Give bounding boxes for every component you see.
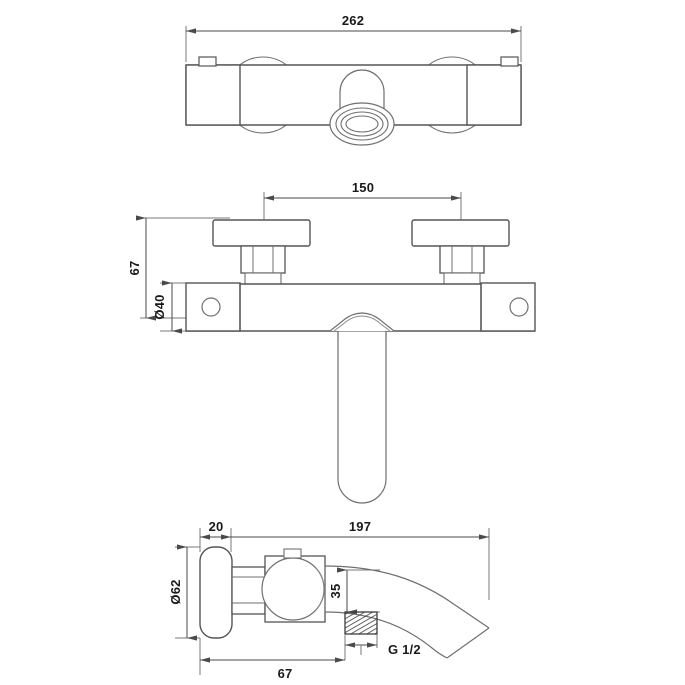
dim-label-rosette-depth: 20 — [209, 519, 224, 534]
side-view: 20 197 Ø62 35 — [168, 519, 490, 681]
top-view-right-lug — [500, 56, 519, 67]
side-view-hex-nut — [231, 566, 266, 615]
top-view-left-end-cap — [185, 64, 241, 126]
side-view-wall-rosette — [199, 546, 233, 639]
front-view-spout-body — [337, 330, 387, 504]
front-view-right-handle-cap — [411, 219, 510, 247]
side-view-spout-top-profile — [324, 565, 490, 629]
top-view-outlet-ring-4 — [345, 115, 379, 133]
dim-label-overall-width: 262 — [342, 13, 364, 28]
front-view-left-screw-hole — [201, 297, 221, 317]
dim-label-body-diameter: Ø40 — [152, 294, 167, 319]
front-view-right-screw-hole — [509, 297, 529, 317]
top-view-left-lug — [198, 56, 217, 67]
front-view-left-hex-nut — [240, 245, 286, 274]
front-view-left-handle-cap — [212, 219, 311, 247]
dim-label-thread-size: G 1/2 — [388, 642, 421, 657]
dim-label-rosette-diameter: Ø62 — [168, 579, 183, 604]
dim-label-outlet-offset: 67 — [278, 666, 293, 681]
front-view-right-hex-nut — [439, 245, 485, 274]
side-view-handle-inner-arc — [315, 567, 325, 611]
dim-label-handle-height: 67 — [127, 261, 142, 276]
dim-label-outlet-height: 35 — [328, 584, 343, 599]
side-view-handle-lug — [283, 548, 302, 559]
side-view-spout-bottom-profile — [324, 611, 448, 659]
front-view: 150 67 Ø40 — [127, 180, 536, 504]
front-view-left-wall-plate — [185, 282, 241, 332]
front-view-left-collar — [244, 272, 282, 285]
side-view-thread-stub — [344, 611, 378, 635]
side-view-spout-tip — [446, 627, 490, 659]
side-view-handle-circle — [261, 557, 325, 621]
front-view-spout-shoulder-inner — [333, 315, 391, 332]
front-view-right-wall-plate — [480, 282, 536, 332]
front-view-right-collar — [443, 272, 481, 285]
dim-label-spout-projection: 197 — [349, 519, 371, 534]
top-view-right-end-cap — [466, 64, 522, 126]
dim-label-handle-centers: 150 — [352, 180, 374, 195]
front-view-spout-shoulder — [329, 312, 395, 332]
top-view: 262 — [185, 13, 522, 146]
